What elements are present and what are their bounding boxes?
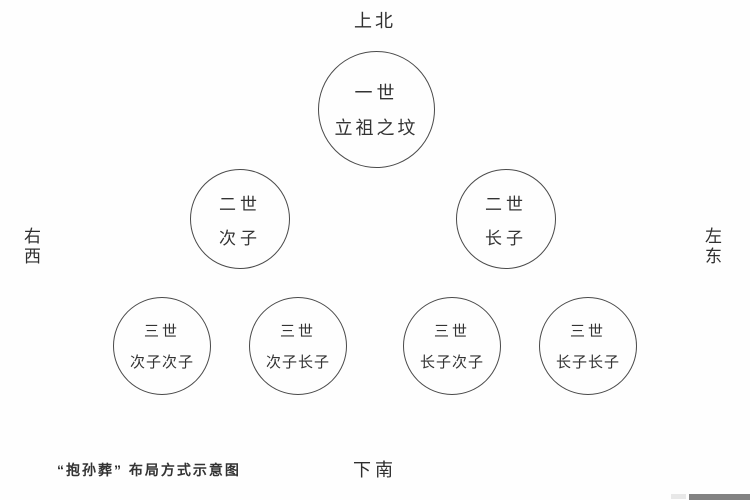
generation-label: 三世 — [569, 323, 606, 340]
grave-node-gen2-eldest-son: 二世 长子 — [456, 169, 556, 269]
generation-label: 三世 — [279, 323, 316, 340]
generation-label: 二世 — [219, 194, 261, 214]
grave-node-gen3-eldest-son-eldest-son: 三世 长子长子 — [539, 297, 637, 395]
generation-label: 三世 — [433, 323, 470, 340]
grave-node-gen1-founder: 一世 立祖之坟 — [318, 51, 435, 168]
person-label: 次子 — [219, 228, 261, 248]
grave-node-gen3-eldest-son-second-son: 三世 长子次子 — [403, 297, 501, 395]
faint-watermark-remnant — [671, 494, 686, 499]
person-label: 次子次子 — [129, 354, 194, 371]
generation-label: 二世 — [485, 194, 527, 214]
watermark-bar — [689, 494, 750, 500]
grave-node-gen3-second-son-eldest-son: 三世 次子长子 — [249, 297, 347, 395]
person-label: 次子长子 — [265, 354, 330, 371]
grave-node-gen2-second-son: 二世 次子 — [190, 169, 290, 269]
person-label: 长子次子 — [419, 354, 484, 371]
grave-node-gen3-second-son-second-son: 三世 次子次子 — [113, 297, 211, 395]
generation-label: 三世 — [143, 323, 180, 340]
person-label: 长子 — [485, 228, 527, 248]
direction-label-north: 上北 — [354, 11, 396, 31]
direction-label-south: 下南 — [353, 460, 397, 480]
direction-label-west: 右西 — [24, 227, 41, 266]
generation-label: 一世 — [354, 83, 399, 103]
person-label: 长子长子 — [555, 354, 620, 371]
diagram-caption: “抱孙葬” 布局方式示意图 — [57, 462, 241, 478]
direction-label-east: 左东 — [705, 227, 722, 266]
person-label: 立祖之坟 — [334, 118, 419, 138]
